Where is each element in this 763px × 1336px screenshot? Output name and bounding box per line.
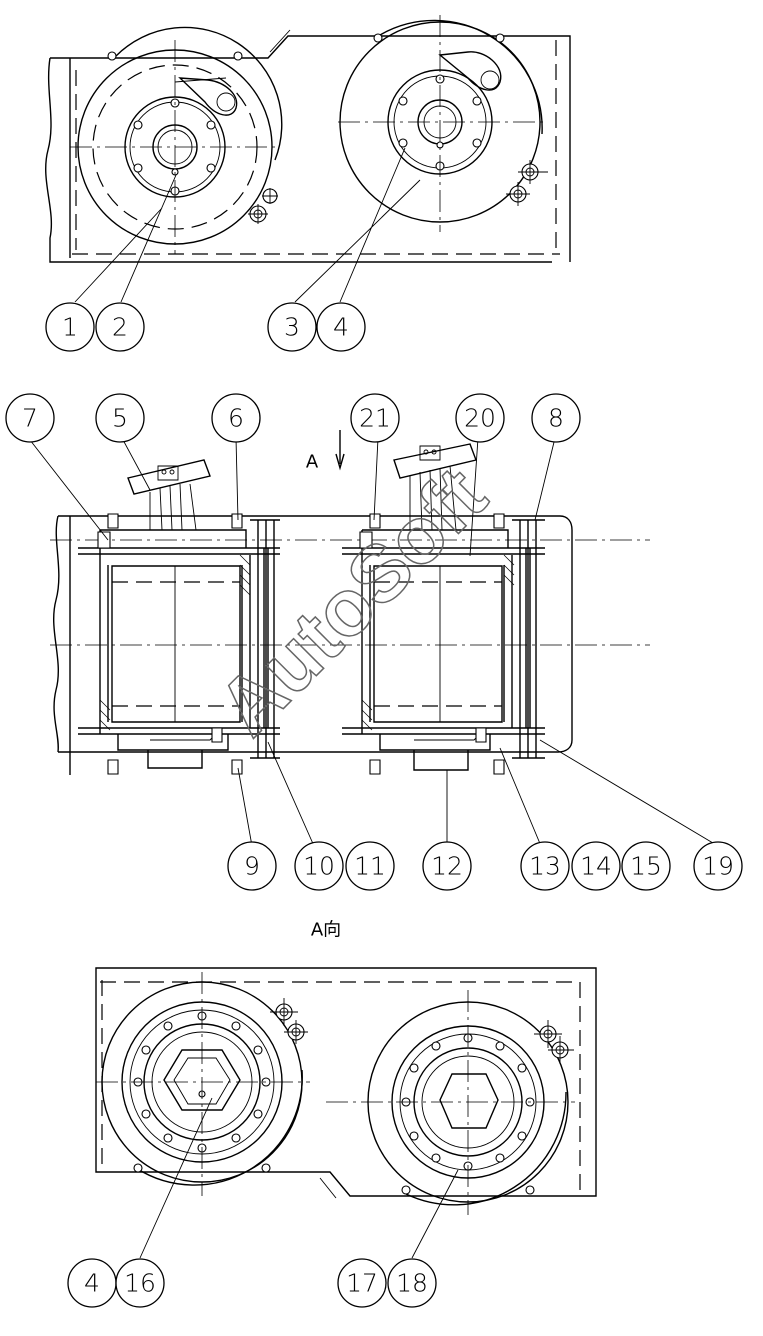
left-drum-side [78,514,280,774]
left-drum-bottom [96,972,310,1196]
callout-4b-label: 4 [84,1269,100,1298]
callout-1: 1 [46,303,94,351]
callout-18: 18 [388,1259,436,1307]
callout-10-label: 10 [303,852,335,881]
callout-9-label: 9 [244,852,260,881]
callout-17-label: 17 [346,1269,378,1298]
callout-18-label: 18 [396,1269,428,1298]
callout-5-label: 5 [112,404,128,433]
callout-10: 10 [295,842,343,890]
callout-7-label: 7 [22,404,38,433]
top-view [46,15,570,302]
callout-20-label: 20 [464,404,496,433]
left-drum-top [70,27,282,254]
callout-9: 9 [228,842,276,890]
callout-11: 11 [346,842,394,890]
callout-8-label: 8 [548,404,564,433]
right-drum-top [338,15,548,232]
callout-12: 12 [423,842,471,890]
callout-13: 13 [521,842,569,890]
callout-4-label: 4 [333,313,349,342]
callout-8: 8 [532,394,580,442]
callout-14-label: 14 [580,852,612,881]
callout-17: 17 [338,1259,386,1307]
callout-7: 7 [6,394,54,442]
callout-3-label: 3 [284,313,300,342]
callout-19-label: 19 [702,852,734,881]
bottom-view [96,968,596,1258]
right-sensor [394,444,476,530]
view-arrow-label: A [306,452,319,473]
left-sensor [128,460,210,530]
callout-19: 19 [694,842,742,890]
callout-2-label: 2 [112,313,128,342]
callout-15-label: 15 [630,852,662,881]
view-title-label: A向 [311,920,341,941]
callout-6-label: 6 [228,404,244,433]
callout-12-label: 12 [431,852,463,881]
middle-view [30,430,718,846]
callout-14: 14 [572,842,620,890]
callout-3: 3 [268,303,316,351]
callout-15: 15 [622,842,670,890]
callout-11-label: 11 [354,852,386,881]
callout-20: 20 [456,394,504,442]
callout-16: 16 [116,1259,164,1307]
right-drum-bottom [326,990,575,1215]
callout-21: 21 [351,394,399,442]
callout-4b: 4 [68,1259,116,1307]
callout-1-label: 1 [62,313,78,342]
callout-16-label: 16 [124,1269,156,1298]
callout-2: 2 [96,303,144,351]
callout-6: 6 [212,394,260,442]
callout-21-label: 21 [359,404,391,433]
right-drum-side [342,514,545,774]
watermark: AutoSoft [201,450,503,752]
callout-4: 4 [317,303,365,351]
callout-13-label: 13 [529,852,561,881]
callout-5: 5 [96,394,144,442]
